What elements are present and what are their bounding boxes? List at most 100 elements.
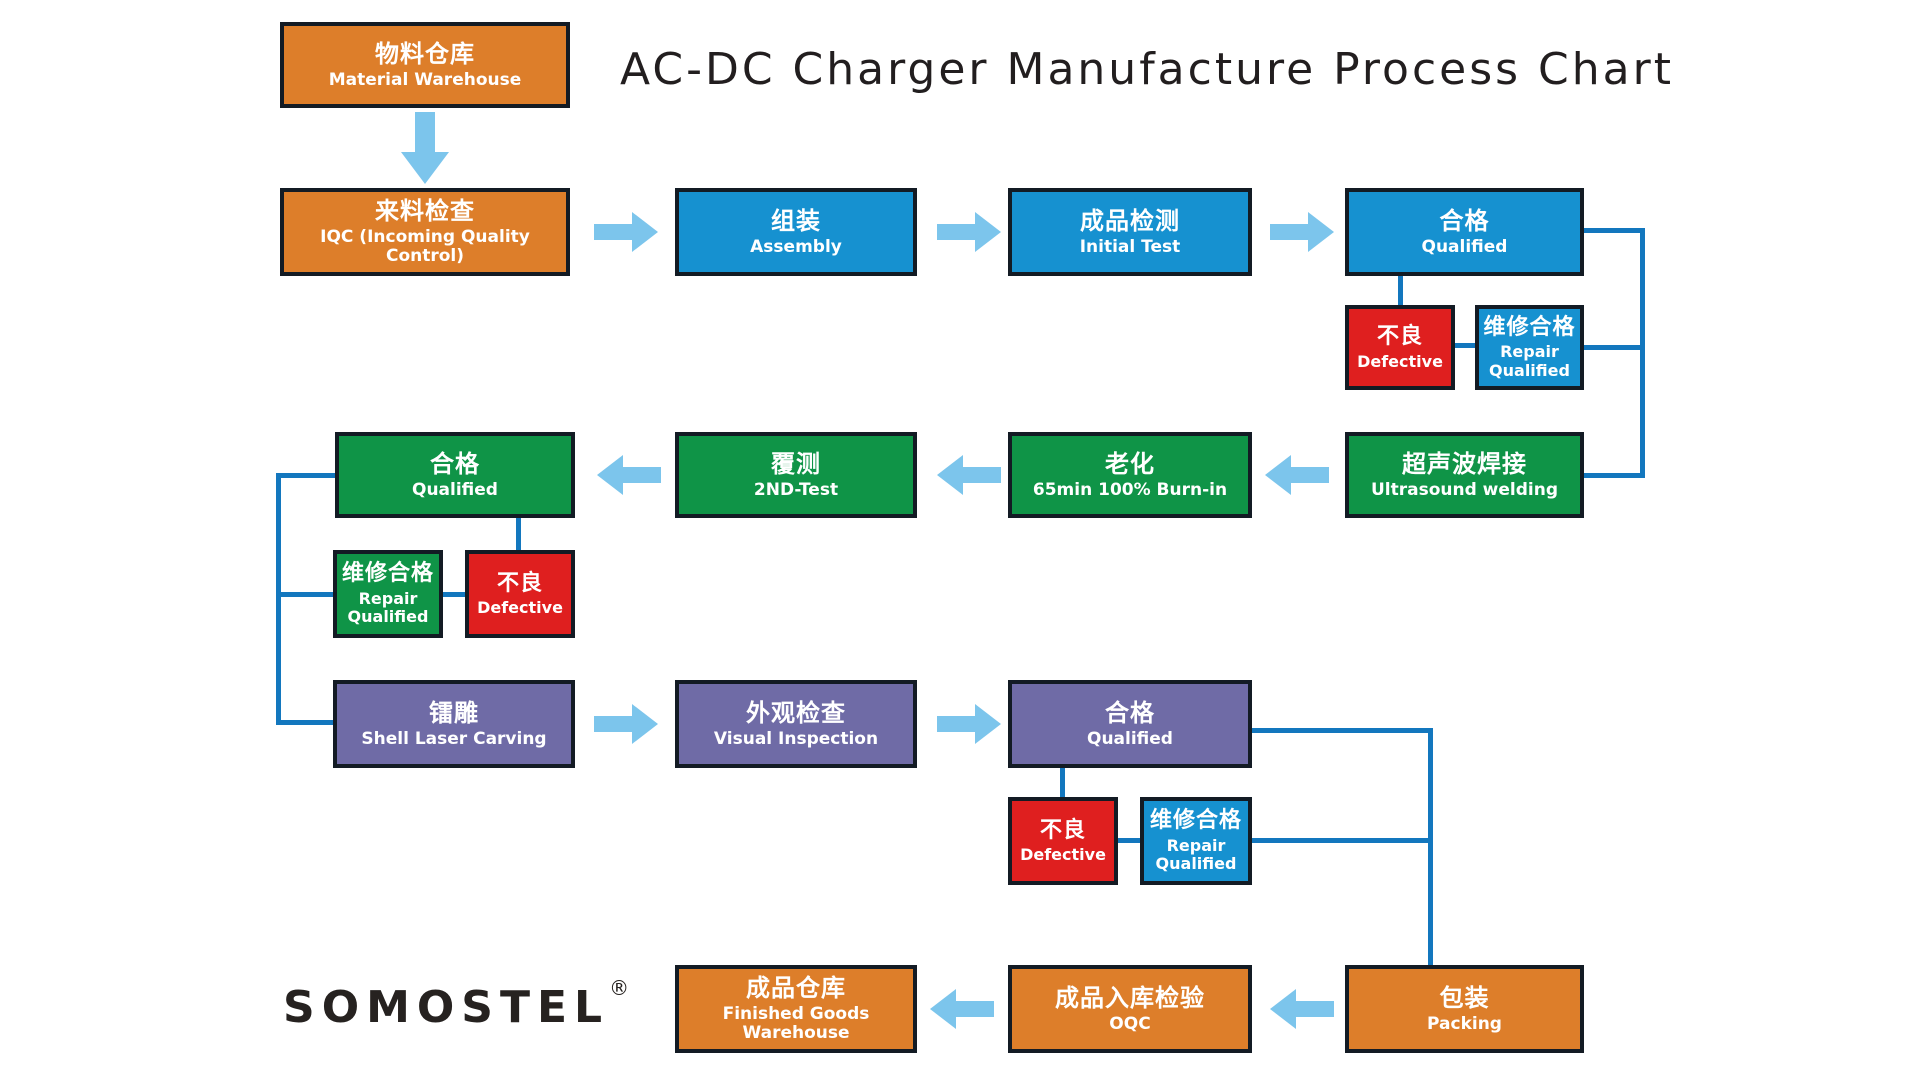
node-defective-3: 不良 Defective (1008, 797, 1118, 885)
node-label-cn: 包装 (1439, 983, 1490, 1012)
flow-arrow-right (1270, 212, 1334, 252)
node-label-cn: 物料仓库 (375, 39, 475, 68)
node-label-en: 2ND-Test (753, 479, 839, 500)
flow-arrow-right (594, 212, 658, 252)
connector-line (1428, 728, 1433, 969)
connector-line (1398, 276, 1403, 307)
node-label-en: Visual Inspection (713, 728, 879, 749)
node-label-en: Material Warehouse (328, 69, 522, 90)
connector-line (1583, 473, 1642, 478)
connector-line (1252, 838, 1433, 843)
node-label-en: Finished Goods Warehouse (722, 1003, 870, 1044)
node-label-en: Assembly (750, 236, 842, 257)
node-label-en: Defective (1020, 845, 1106, 864)
flow-arrow-right (937, 704, 1001, 744)
connector-line (1584, 228, 1642, 233)
arrow-shaft (415, 112, 435, 154)
node-label-en: Defective (1357, 351, 1443, 371)
connector-line (443, 592, 465, 597)
arrow-shaft (594, 224, 634, 240)
node-label-cn: 成品入库检验 (1055, 983, 1205, 1012)
node-label-cn: 组装 (771, 206, 821, 235)
connector-line (1252, 728, 1433, 733)
arrow-head (1270, 989, 1296, 1029)
connector-line (278, 720, 335, 725)
node-label-cn: 维修合格 (341, 561, 434, 587)
flow-arrow-right (937, 212, 1001, 252)
node-label-en: OQC (1109, 1013, 1151, 1034)
arrow-head (1308, 212, 1334, 252)
page-title: AC-DC Charger Manufacture Process Chart (620, 44, 1674, 95)
node-label-cn: 不良 (1376, 324, 1423, 350)
connector-line (1640, 228, 1645, 478)
arrow-head (401, 152, 449, 184)
flow-arrow-left (930, 989, 994, 1029)
flow-arrow-down (401, 112, 449, 184)
arrow-head (937, 455, 963, 495)
arrow-shaft (961, 467, 1001, 483)
arrow-shaft (1270, 224, 1310, 240)
flow-arrow-left (1270, 989, 1334, 1029)
node-label-cn: 超声波焊接 (1402, 449, 1527, 478)
connector-line (1118, 838, 1140, 843)
connector-line (278, 592, 335, 597)
node-label-cn: 不良 (496, 570, 543, 596)
flow-arrow-left (937, 455, 1001, 495)
arrow-shaft (937, 224, 977, 240)
connector-line (1584, 345, 1642, 350)
brand-logo: SOMOSTEL® (283, 976, 629, 1033)
arrow-head (597, 455, 623, 495)
arrow-shaft (1289, 467, 1329, 483)
arrow-shaft (1294, 1001, 1334, 1017)
node-label-en: Qualified (1087, 728, 1173, 749)
node-label-en: Repair Qualified (1155, 835, 1237, 874)
arrow-head (632, 704, 658, 744)
arrow-head (1265, 455, 1291, 495)
node-label-en: Ultrasound welding (1370, 479, 1559, 500)
connector-line (276, 473, 281, 725)
connector-line (1455, 343, 1475, 348)
arrow-head (975, 212, 1001, 252)
arrow-shaft (621, 467, 661, 483)
node-label-cn: 不良 (1039, 817, 1086, 843)
connector-line (516, 518, 521, 552)
flow-arrow-right (594, 704, 658, 744)
arrow-head (632, 212, 658, 252)
node-label-en: IQC (Incoming Quality Control) (320, 226, 530, 267)
arrow-head (975, 704, 1001, 744)
node-label-en: Defective (477, 598, 563, 617)
node-label-en: Qualified (1421, 236, 1508, 257)
node-label-cn: 维修合格 (1149, 808, 1242, 834)
node-label-cn: 合格 (430, 449, 480, 478)
registered-trademark-mark: ® (609, 976, 630, 1000)
arrow-shaft (594, 716, 634, 732)
flow-arrow-left (597, 455, 661, 495)
node-label-cn: 维修合格 (1483, 314, 1576, 340)
node-label-cn: 成品检测 (1080, 206, 1180, 235)
flow-arrow-left (1265, 455, 1329, 495)
node-label-cn: 成品仓库 (746, 974, 846, 1003)
arrow-head (930, 989, 956, 1029)
node-label-cn: 覆测 (771, 449, 821, 478)
node-label-cn: 合格 (1439, 206, 1490, 235)
arrow-shaft (937, 716, 977, 732)
connector-line (1060, 768, 1065, 799)
node-label-cn: 合格 (1105, 698, 1155, 727)
node-defective-2: 不良 Defective (465, 550, 575, 638)
